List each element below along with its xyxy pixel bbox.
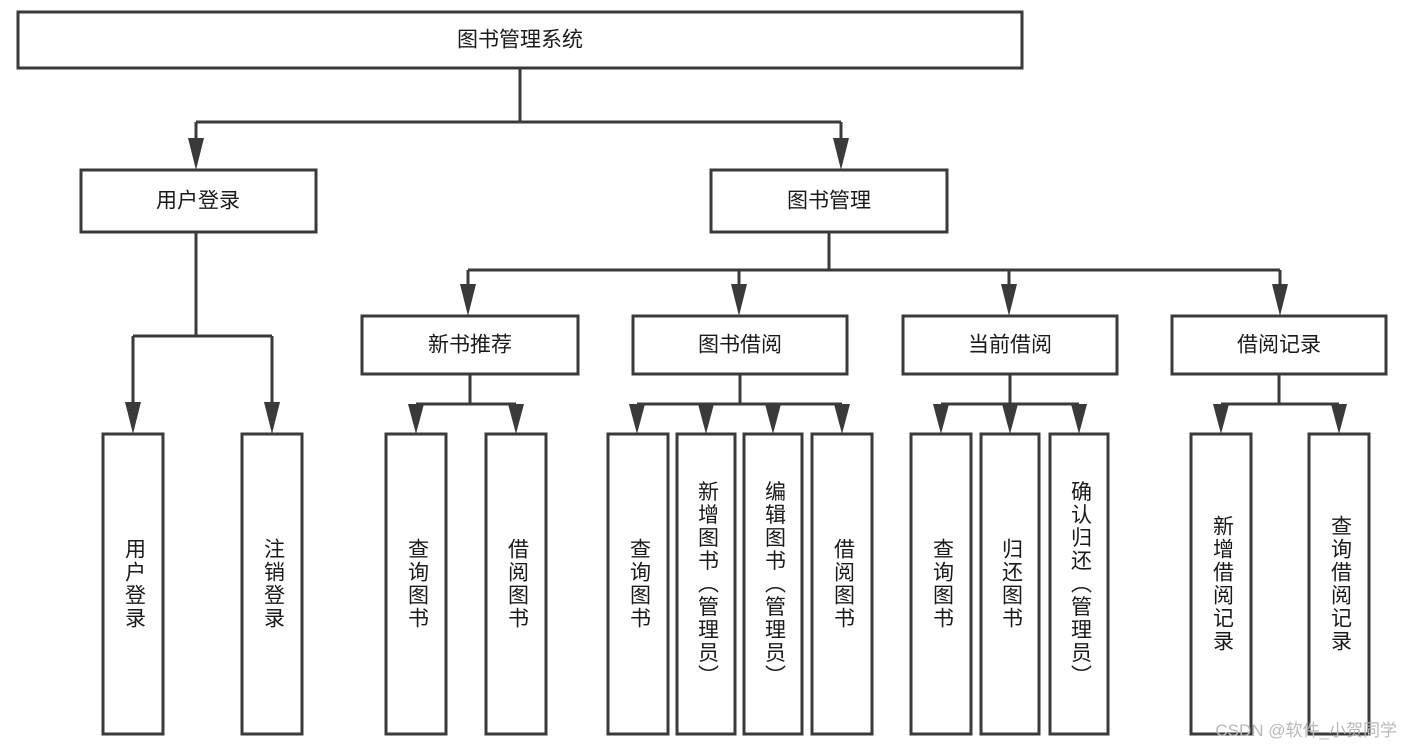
connector-book-borrow-to-leaves [629, 374, 850, 434]
watermark: CSDN @软件_小贺同学 [1215, 721, 1397, 740]
node-root[interactable]: 图书管理系统 [16, 10, 1024, 70]
arrow-head-leaf-new-book-1 [408, 404, 424, 434]
leaf-book-borrow-2-box[interactable] [675, 432, 737, 736]
connector-book-manage-to-level3 [460, 232, 1288, 316]
leaf-node[interactable]: 用户登录 [101, 432, 165, 736]
leaf-book-borrow-1-box[interactable] [606, 432, 670, 736]
node-root-box[interactable] [16, 10, 1024, 70]
leaf-node[interactable]: 借阅图书 [484, 432, 548, 736]
leaf-new-book-rec-1-label: 查询图书 [405, 538, 429, 630]
leaf-current-borrow-3-box[interactable] [1048, 432, 1110, 736]
arrow-head-leaf-new-book-2 [508, 404, 524, 434]
arrow-head-leaf-user-login-1 [125, 402, 141, 434]
leaf-new-book-rec-1-box[interactable] [384, 432, 448, 736]
node-user-login[interactable]: 用户登录 [79, 168, 318, 234]
leaf-node[interactable]: 借阅图书 [810, 432, 874, 736]
node-book-manage-box[interactable] [709, 168, 949, 234]
arrow-head-leaf-current-borrow-3 [1071, 404, 1087, 434]
arrow-head-leaf-book-borrow-2 [698, 404, 714, 434]
node-root-label: 图书管理系统 [457, 29, 583, 52]
node-user-login-label: 用户登录 [156, 190, 240, 213]
arrow-head-borrow-record [1272, 284, 1288, 316]
arrow-head-leaf-borrow-record-1 [1213, 404, 1229, 434]
leaf-current-borrow-2-label: 归还图书 [999, 538, 1023, 630]
leaf-book-borrow-3-box[interactable] [742, 432, 804, 736]
connector-new-book-rec-to-leaves [408, 374, 524, 434]
leaf-borrow-record-1-box[interactable] [1189, 432, 1253, 736]
node-current-borrow[interactable]: 当前借阅 [901, 314, 1119, 376]
node-book-manage-label: 图书管理 [787, 190, 871, 213]
node-user-login-box[interactable] [79, 168, 318, 234]
leaf-user-login-1-label: 用户登录 [122, 538, 146, 630]
node-borrow-record-box[interactable] [1170, 314, 1388, 376]
leaf-book-borrow-4-box[interactable] [810, 432, 874, 736]
leaf-node[interactable]: 查询借阅记录 [1307, 432, 1371, 736]
leaf-node[interactable]: 查询图书 [384, 432, 448, 736]
leaf-node[interactable]: 编辑图书（管理员） [742, 432, 804, 736]
node-book-borrow-box[interactable] [631, 314, 849, 376]
leaf-user-login-2-label: 注销登录 [261, 538, 285, 630]
arrow-head-leaf-user-login-2 [264, 402, 280, 434]
arrow-head-book-manage [833, 138, 849, 170]
node-borrow-record-label: 借阅记录 [1237, 334, 1321, 357]
leaf-current-borrow-3-label: 确认归还（管理员） [1068, 481, 1092, 688]
leaf-new-book-rec-2-box[interactable] [484, 432, 548, 736]
arrow-head-leaf-current-borrow-2 [1002, 404, 1018, 434]
arrow-head-new-book-rec [460, 284, 476, 316]
arrow-head-leaf-borrow-record-2 [1331, 404, 1347, 434]
node-book-manage[interactable]: 图书管理 [709, 168, 949, 234]
node-book-borrow-label: 图书借阅 [698, 334, 782, 357]
leaf-book-borrow-3-label: 编辑图书（管理员） [762, 481, 786, 688]
leaf-user-login-2-box[interactable] [240, 432, 304, 736]
arrow-head-book-borrow [731, 284, 747, 316]
arrow-head-leaf-book-borrow-1 [629, 404, 645, 434]
connector-root-to-level2 [188, 68, 849, 170]
node-borrow-record[interactable]: 借阅记录 [1170, 314, 1388, 376]
leaf-user-login-1-box[interactable] [101, 432, 165, 736]
leaf-node[interactable]: 注销登录 [240, 432, 304, 736]
leaf-node[interactable]: 查询图书 [606, 432, 670, 736]
node-new-book-rec[interactable]: 新书推荐 [360, 314, 580, 376]
leaf-node[interactable]: 新增图书（管理员） [675, 432, 737, 736]
leaf-new-book-rec-2-label: 借阅图书 [505, 538, 529, 630]
arrow-head-user-login [188, 138, 204, 170]
leaf-node[interactable]: 归还图书 [979, 432, 1041, 736]
leaf-borrow-record-2-box[interactable] [1307, 432, 1371, 736]
node-new-book-rec-label: 新书推荐 [428, 334, 512, 357]
leaf-node[interactable]: 查询图书 [909, 432, 973, 736]
node-book-borrow[interactable]: 图书借阅 [631, 314, 849, 376]
arrow-head-leaf-book-borrow-3 [765, 404, 781, 434]
leaf-current-borrow-1-label: 查询图书 [930, 538, 954, 630]
leaf-current-borrow-2-box[interactable] [979, 432, 1041, 736]
leaf-current-borrow-1-box[interactable] [909, 432, 973, 736]
arrow-head-leaf-current-borrow-1 [933, 404, 949, 434]
node-current-borrow-box[interactable] [901, 314, 1119, 376]
node-new-book-rec-box[interactable] [360, 314, 580, 376]
connector-user-login-to-leaves [125, 232, 280, 434]
leaf-node[interactable]: 确认归还（管理员） [1048, 432, 1110, 736]
leaf-book-borrow-4-label: 借阅图书 [831, 538, 855, 630]
node-current-borrow-label: 当前借阅 [968, 334, 1052, 357]
arrow-head-current-borrow [1001, 284, 1017, 316]
arrow-head-leaf-book-borrow-4 [834, 404, 850, 434]
leaf-borrow-record-1-label: 新增借阅记录 [1210, 515, 1234, 653]
leaf-borrow-record-2-label: 查询借阅记录 [1328, 515, 1352, 653]
connector-current-borrow-to-leaves [933, 374, 1087, 434]
connector-borrow-record-to-leaves [1213, 374, 1347, 434]
leaf-book-borrow-2-label: 新增图书（管理员） [695, 481, 719, 688]
leaf-node[interactable]: 新增借阅记录 [1189, 432, 1253, 736]
leaf-book-borrow-1-label: 查询图书 [627, 538, 651, 630]
